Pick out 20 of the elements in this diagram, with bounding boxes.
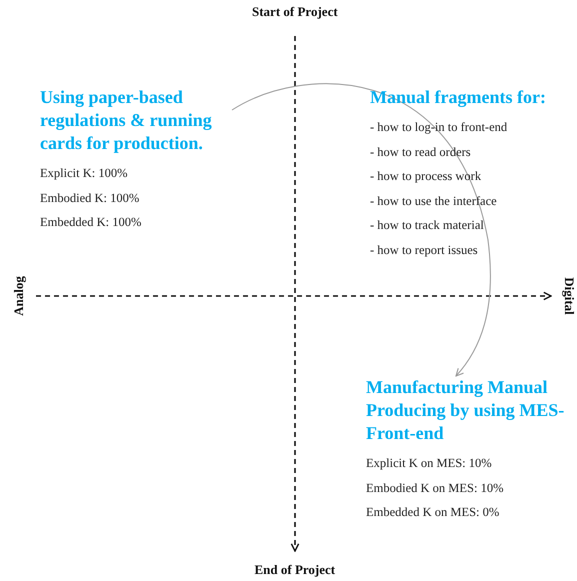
percentage-text: Embedded K on MES: 0% bbox=[366, 504, 500, 521]
list-item: - how to log-in to front-end bbox=[370, 119, 508, 136]
heading: Using paper-based regulations & running cards for production. bbox=[40, 86, 213, 155]
list-item: - how to use the interface bbox=[370, 192, 498, 210]
list-item: - how to read orders bbox=[370, 144, 472, 160]
percentage-text: Embedded K: 100% bbox=[40, 214, 142, 231]
list-item: - how to track material bbox=[370, 217, 485, 234]
axis-label: Analog bbox=[10, 276, 27, 316]
list-item: - how to process work bbox=[370, 168, 482, 185]
axis-label: Digital bbox=[560, 277, 577, 315]
percentage-text: Explicit K on MES: 10% bbox=[366, 455, 493, 472]
percentage-text: Embodied K on MES: 10% bbox=[366, 480, 504, 496]
axis-label: End of Project bbox=[254, 562, 336, 578]
list-item: - how to report issues bbox=[370, 242, 479, 259]
heading: Manual fragments for: bbox=[370, 86, 547, 109]
curved-arrow bbox=[232, 83, 491, 377]
axis-label: Start of Project bbox=[252, 4, 338, 20]
percentage-text: Explicit K: 100% bbox=[40, 165, 128, 182]
heading: Manufacturing Manual Producing by using MES-Front-end bbox=[366, 376, 566, 445]
percentage-text: Embodied K: 100% bbox=[40, 190, 140, 206]
